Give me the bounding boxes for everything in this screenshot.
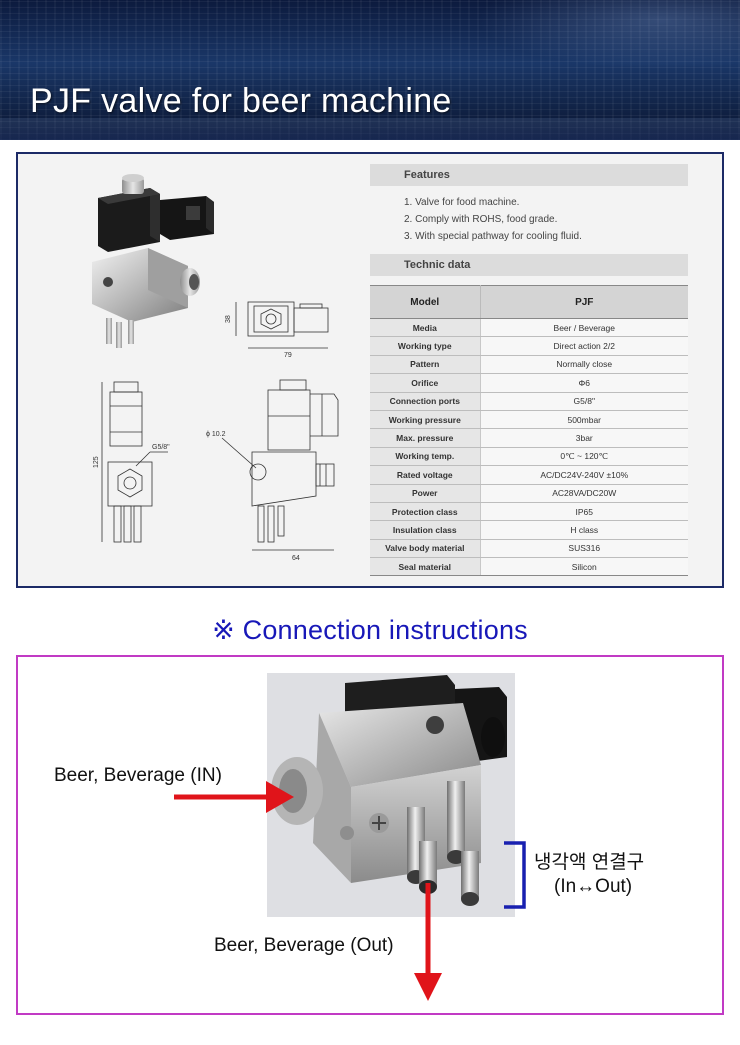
side-view-drawing: ϕ 10.2 64 — [206, 379, 339, 562]
dim-125: 125 — [93, 456, 100, 468]
row-value: SUS316 — [480, 539, 688, 559]
row-value: Direct action 2/2 — [480, 336, 688, 356]
table-row: Working temp.0℃ ~ 120℃ — [370, 447, 688, 467]
row-value: 0℃ ~ 120℃ — [480, 447, 688, 467]
dim-10-2: ϕ 10.2 — [206, 431, 226, 438]
row-value: Normally close — [480, 355, 688, 375]
valve-connection-photo — [267, 673, 515, 917]
table-header-pjf: PJF — [480, 285, 688, 319]
row-value: 500mbar — [480, 410, 688, 430]
feature-item-2: 2. Comply with ROHS, food grade. — [404, 214, 558, 225]
row-label: Valve body material — [370, 539, 481, 559]
table-header-model: Model — [370, 285, 481, 319]
spec-panel: 79 38 125 G5/8" — [16, 152, 724, 588]
valve-product-image — [92, 174, 214, 348]
cooling-port-label: 냉각액 연결구 — [534, 852, 645, 873]
row-label: Max. pressure — [370, 428, 481, 448]
banner-texture — [0, 0, 740, 140]
dim-64: 64 — [292, 555, 300, 562]
row-value: 3bar — [480, 428, 688, 448]
row-value: IP65 — [480, 502, 688, 522]
row-label: Seal material — [370, 557, 481, 577]
dim-38: 38 — [225, 315, 232, 323]
row-label: Media — [370, 318, 481, 338]
row-label: Orifice — [370, 373, 481, 393]
dim-79: 79 — [284, 352, 292, 359]
front-view-drawing: 125 G5/8" — [93, 381, 170, 543]
inlet-label: Beer, Beverage (IN) — [54, 765, 222, 786]
row-label: Power — [370, 484, 481, 503]
row-value: Φ6 — [480, 373, 688, 393]
outlet-label: Beer, Beverage (Out) — [214, 935, 394, 956]
page-title: PJF valve for beer machine — [30, 82, 452, 120]
row-label: Working temp. — [370, 447, 481, 467]
row-label: Pattern — [370, 355, 481, 375]
row-value: AC28VA/DC20W — [480, 484, 688, 503]
out-arrow — [414, 883, 442, 1001]
row-label: Working type — [370, 336, 481, 356]
features-list: 1. Valve for food machine. 2. Comply wit… — [404, 194, 694, 245]
top-view-drawing: 79 38 — [225, 301, 329, 359]
row-value: AC/DC24V-240V ±10% — [480, 465, 688, 485]
dim-g58: G5/8" — [152, 444, 170, 451]
row-label: Connection ports — [370, 392, 481, 411]
row-label: Insulation class — [370, 520, 481, 540]
in-arrow — [174, 781, 294, 813]
row-value: Silicon — [480, 557, 688, 577]
table-header-row: Model PJF — [370, 285, 688, 319]
technic-heading: Technic data — [370, 254, 688, 276]
feature-item-1: 1. Valve for food machine. — [404, 197, 520, 208]
banner-shine — [0, 118, 740, 140]
cooling-bracket — [504, 841, 526, 909]
row-value: G5/8" — [480, 392, 688, 411]
header-banner: PJF valve for beer machine — [0, 0, 740, 140]
connection-title: ※ Connection instructions — [212, 615, 528, 645]
features-heading: Features — [370, 164, 688, 186]
row-label: Working pressure — [370, 410, 481, 430]
row-value: Beer / Beverage — [480, 318, 688, 338]
row-label: Protection class — [370, 502, 481, 522]
connection-annotations — [174, 781, 526, 1001]
row-value: H class — [480, 520, 688, 540]
connection-panel: Beer, Beverage (IN) Beer, Beverage (Out)… — [16, 655, 724, 1015]
row-label: Rated voltage — [370, 465, 481, 485]
feature-item-3: 3. With special pathway for cooling flui… — [404, 231, 582, 242]
cooling-port-direction: (In↔Out) — [554, 876, 633, 897]
